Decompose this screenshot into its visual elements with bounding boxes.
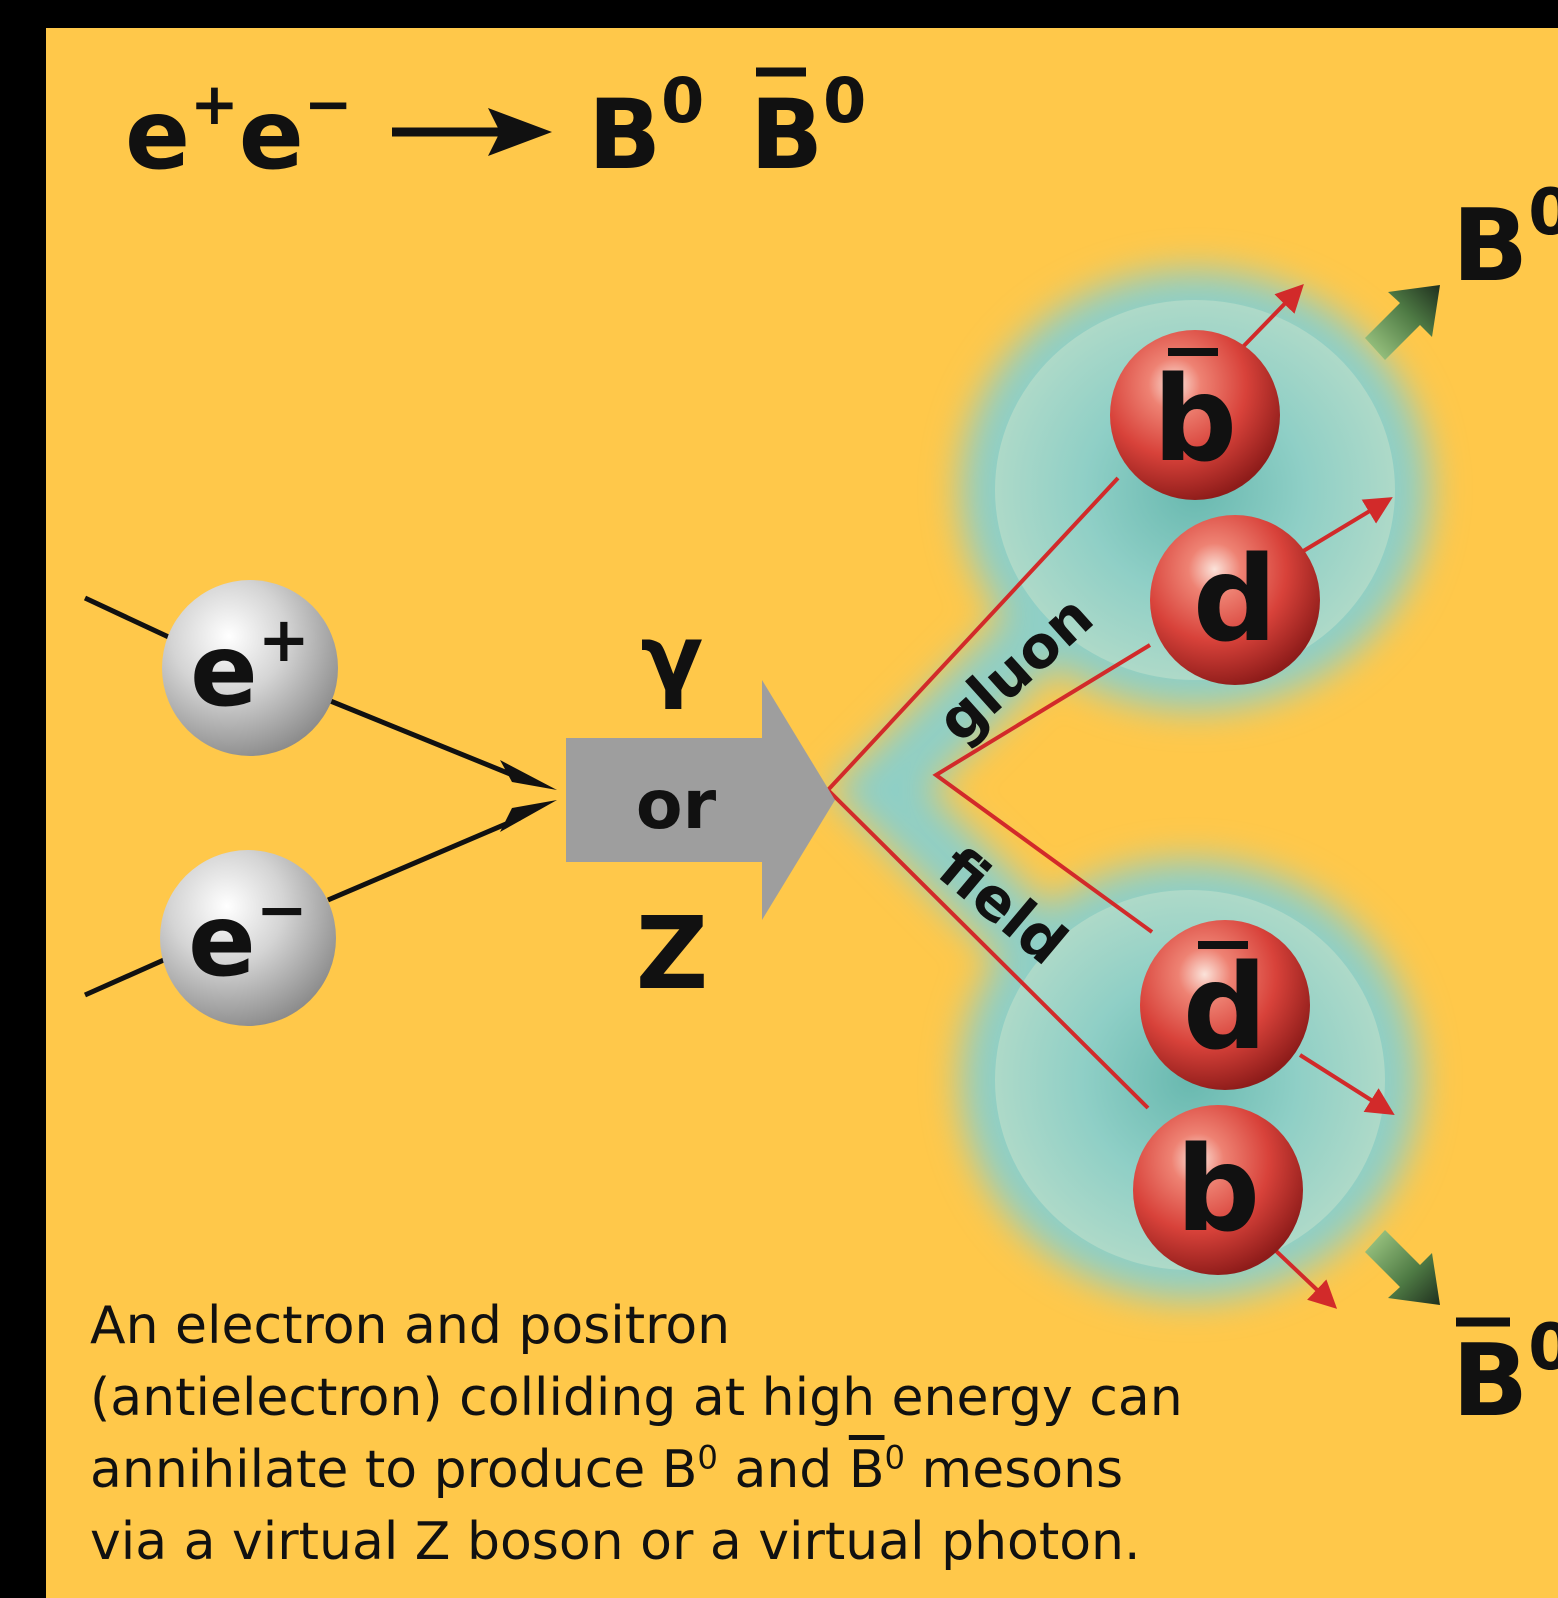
positron-particle: e+ [162,580,338,756]
photon-symbol: γ [641,605,704,712]
svg-text:b: b [1153,350,1237,488]
svg-text:d: d [1193,530,1277,668]
arrowhead-positron [500,760,557,790]
svg-text:d: d [1183,938,1267,1076]
electron-particle: e− [160,850,336,1026]
caption-line-3: annihilate to produce B0 and B0 mesons [90,1438,1124,1500]
svg-text:e−: e− [188,873,308,999]
virtual-boson-arrow [566,680,835,920]
svg-text:b: b [1176,1120,1260,1258]
equation-meson-b0: B0 [588,64,704,191]
arrowhead-electron [500,800,557,832]
quark-spin-arrows [1233,283,1395,1309]
outgoing-arrow-b0 [1365,285,1440,360]
quark-b-bottom: b [1133,1105,1303,1275]
incoming-tracks [83,595,521,998]
quark-d-top: d [1150,515,1320,685]
quark-antib-top: b [1110,330,1280,500]
outgoing-antib0-label: B0 [1452,1311,1558,1439]
equation-lhs: e+e− [125,70,352,191]
caption-line-2: (antielectron) colliding at high energy … [90,1368,1183,1428]
caption-line-1: An electron and positron [90,1296,731,1356]
equation-arrow [392,108,552,156]
equation-meson-antib0: B0 [750,64,866,191]
boson-or-label: or [636,766,717,845]
caption-line-4: via a virtual Z boson or a virtual photo… [90,1512,1141,1572]
svg-text:e+: e+ [190,603,310,729]
outgoing-arrow-antib0 [1365,1230,1440,1305]
z-boson-symbol: Z [636,895,709,1012]
quark-antid-bottom: d [1140,920,1310,1090]
caption: An electron and positron (antielectron) … [90,1290,1390,1578]
outgoing-b0-label: B0 [1452,176,1558,304]
